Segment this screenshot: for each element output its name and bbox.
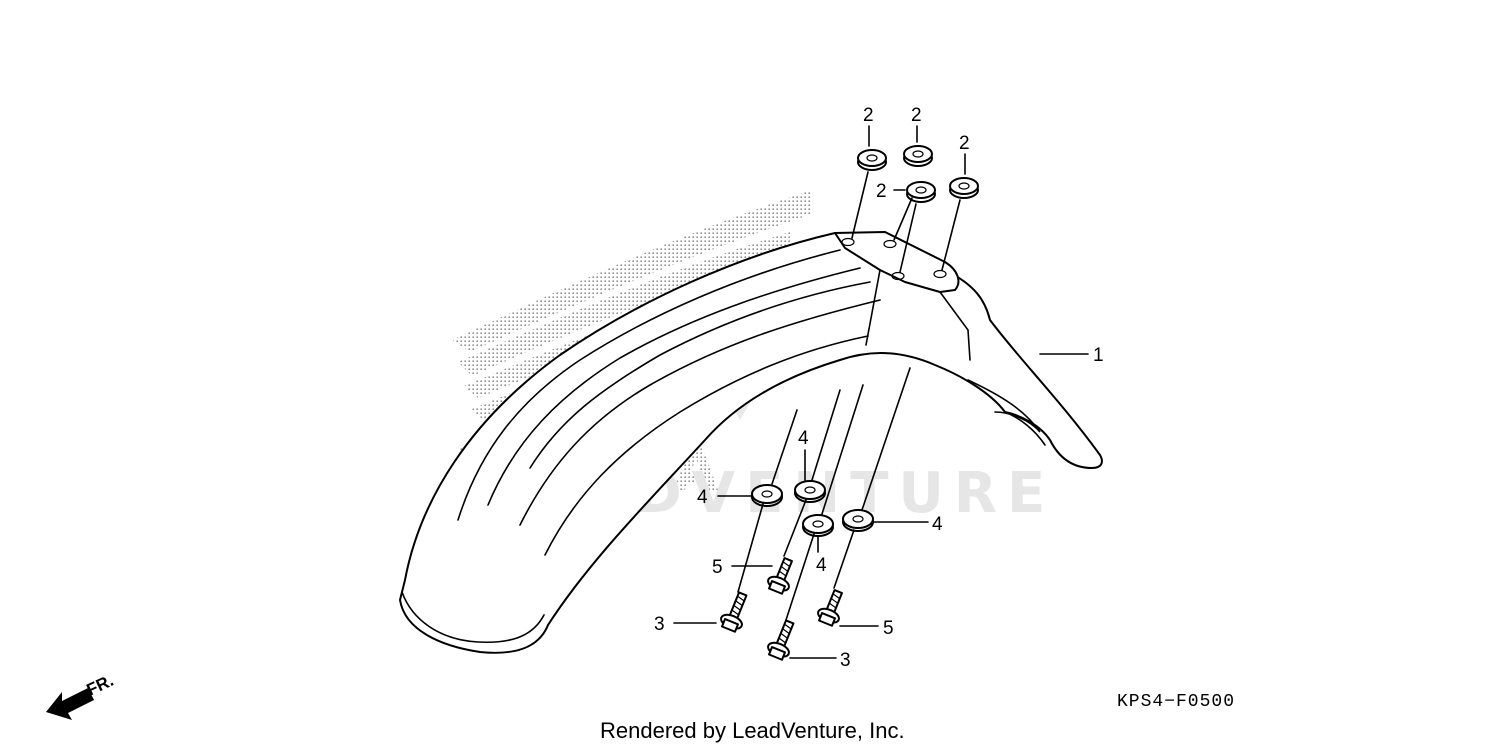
diagram-part-code: KPS4−F0500 bbox=[1117, 692, 1235, 712]
front-direction-arrow-icon: FR. bbox=[46, 671, 117, 720]
callout-5: 5 bbox=[883, 618, 894, 639]
callout-2: 2 bbox=[863, 105, 874, 126]
bolt bbox=[720, 591, 748, 633]
grommet bbox=[857, 149, 887, 171]
front-fender bbox=[399, 231, 1103, 654]
leader-lines bbox=[673, 125, 1089, 659]
callout-3: 3 bbox=[840, 650, 851, 671]
washer bbox=[794, 480, 826, 503]
callout-4: 4 bbox=[932, 514, 943, 535]
callout-1: 1 bbox=[1093, 345, 1104, 366]
grommet bbox=[906, 181, 936, 203]
bolt bbox=[817, 589, 843, 627]
callout-2: 2 bbox=[911, 105, 922, 126]
callout-4: 4 bbox=[697, 487, 708, 508]
callout-2: 2 bbox=[959, 133, 970, 154]
washer bbox=[751, 484, 783, 507]
callout-5: 5 bbox=[712, 557, 723, 578]
callout-4: 4 bbox=[816, 555, 827, 576]
grommet bbox=[903, 145, 933, 167]
bolt bbox=[767, 557, 793, 595]
callout-4: 4 bbox=[798, 428, 809, 449]
grommet bbox=[949, 177, 979, 199]
bolt bbox=[767, 619, 795, 661]
callout-2: 2 bbox=[876, 181, 887, 202]
washer bbox=[802, 514, 834, 537]
washer bbox=[842, 509, 874, 532]
callout-3: 3 bbox=[654, 614, 665, 635]
footer-credit: Rendered by LeadVenture, Inc. bbox=[600, 718, 905, 743]
